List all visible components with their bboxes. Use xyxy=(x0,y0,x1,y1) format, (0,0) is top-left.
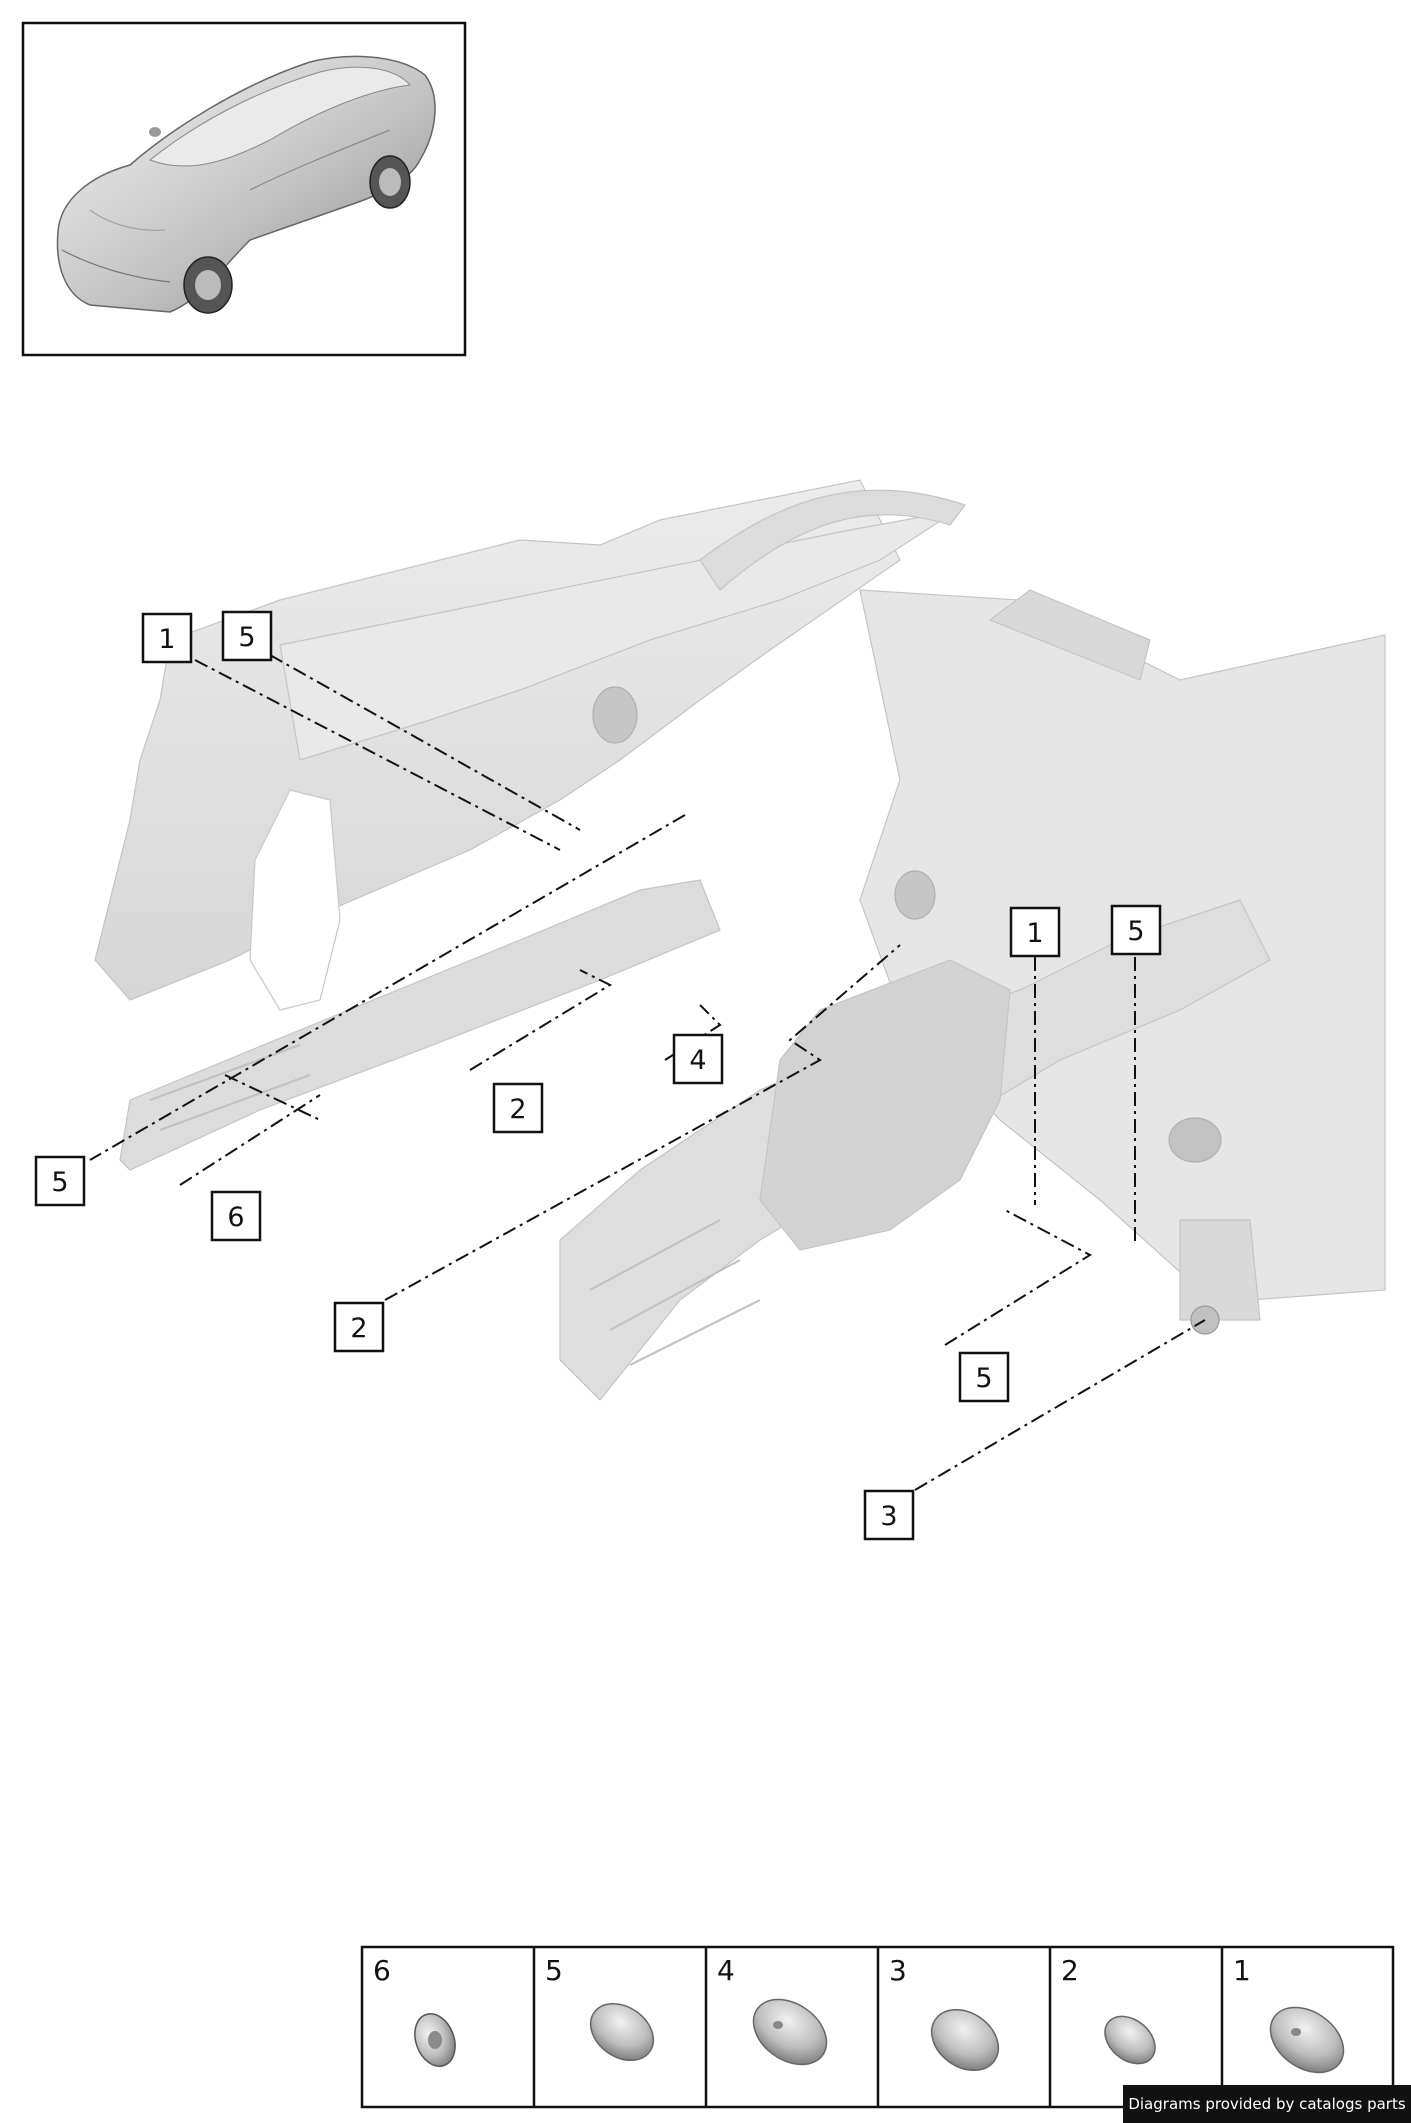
car-thumbnail xyxy=(21,21,467,357)
plug-oval-icon xyxy=(930,2008,1000,2072)
plug-small-grommet-icon xyxy=(414,2013,456,2067)
svg-text:5: 5 xyxy=(238,622,255,653)
parts-legend: 6 5 4 3 2 xyxy=(360,1945,1395,2109)
svg-text:5: 5 xyxy=(975,1363,992,1394)
svg-text:3: 3 xyxy=(880,1501,897,1532)
credit-banner: Diagrams provided by catalogs parts xyxy=(1123,2085,1411,2123)
svg-text:1: 1 xyxy=(158,624,175,655)
legend-cell-1[interactable]: 1 xyxy=(1233,1954,1356,2086)
callout-2-lower[interactable]: 2 xyxy=(333,1301,385,1353)
car-illustration-icon xyxy=(56,55,436,314)
plug-oval-large-icon xyxy=(752,1998,828,2066)
legend-cell-6[interactable]: 6 xyxy=(373,1954,462,2072)
svg-text:6: 6 xyxy=(373,1954,391,1987)
callout-1-right[interactable]: 1 xyxy=(1009,906,1061,958)
legend-cell-2[interactable]: 2 xyxy=(1061,1954,1164,2073)
svg-text:1: 1 xyxy=(1026,918,1043,949)
svg-text:2: 2 xyxy=(509,1094,526,1125)
callout-5-left[interactable]: 5 xyxy=(34,1155,86,1207)
callout-5-right[interactable]: 5 xyxy=(1110,904,1162,956)
callout-4[interactable]: 4 xyxy=(672,1033,724,1085)
svg-text:6: 6 xyxy=(227,1202,244,1233)
legend-cell-3[interactable]: 3 xyxy=(889,1954,1010,2083)
callout-1-upper-left[interactable]: 1 xyxy=(141,612,193,664)
svg-text:1: 1 xyxy=(1233,1954,1251,1987)
legend-cell-5[interactable]: 5 xyxy=(545,1954,664,2072)
callout-3[interactable]: 3 xyxy=(863,1489,915,1541)
svg-text:3: 3 xyxy=(889,1954,907,1987)
svg-text:5: 5 xyxy=(1127,916,1144,947)
plug-oval-small-icon xyxy=(1104,2015,1156,2065)
svg-text:5: 5 xyxy=(545,1954,563,1987)
vehicle-body-structure xyxy=(94,479,1386,1401)
svg-text:2: 2 xyxy=(350,1313,367,1344)
svg-text:2: 2 xyxy=(1061,1954,1079,1987)
plug-oval-large-icon xyxy=(1269,2006,1345,2074)
svg-text:5: 5 xyxy=(51,1167,68,1198)
callout-6[interactable]: 6 xyxy=(210,1190,262,1242)
callout-5-lower-right[interactable]: 5 xyxy=(958,1351,1010,1403)
callout-2-middle[interactable]: 2 xyxy=(492,1082,544,1134)
plug-oval-icon xyxy=(589,2002,655,2062)
callout-5-upper-left[interactable]: 5 xyxy=(221,610,273,662)
svg-text:4: 4 xyxy=(717,1954,735,1987)
legend-cell-4[interactable]: 4 xyxy=(717,1954,839,2078)
svg-text:4: 4 xyxy=(689,1045,706,1076)
